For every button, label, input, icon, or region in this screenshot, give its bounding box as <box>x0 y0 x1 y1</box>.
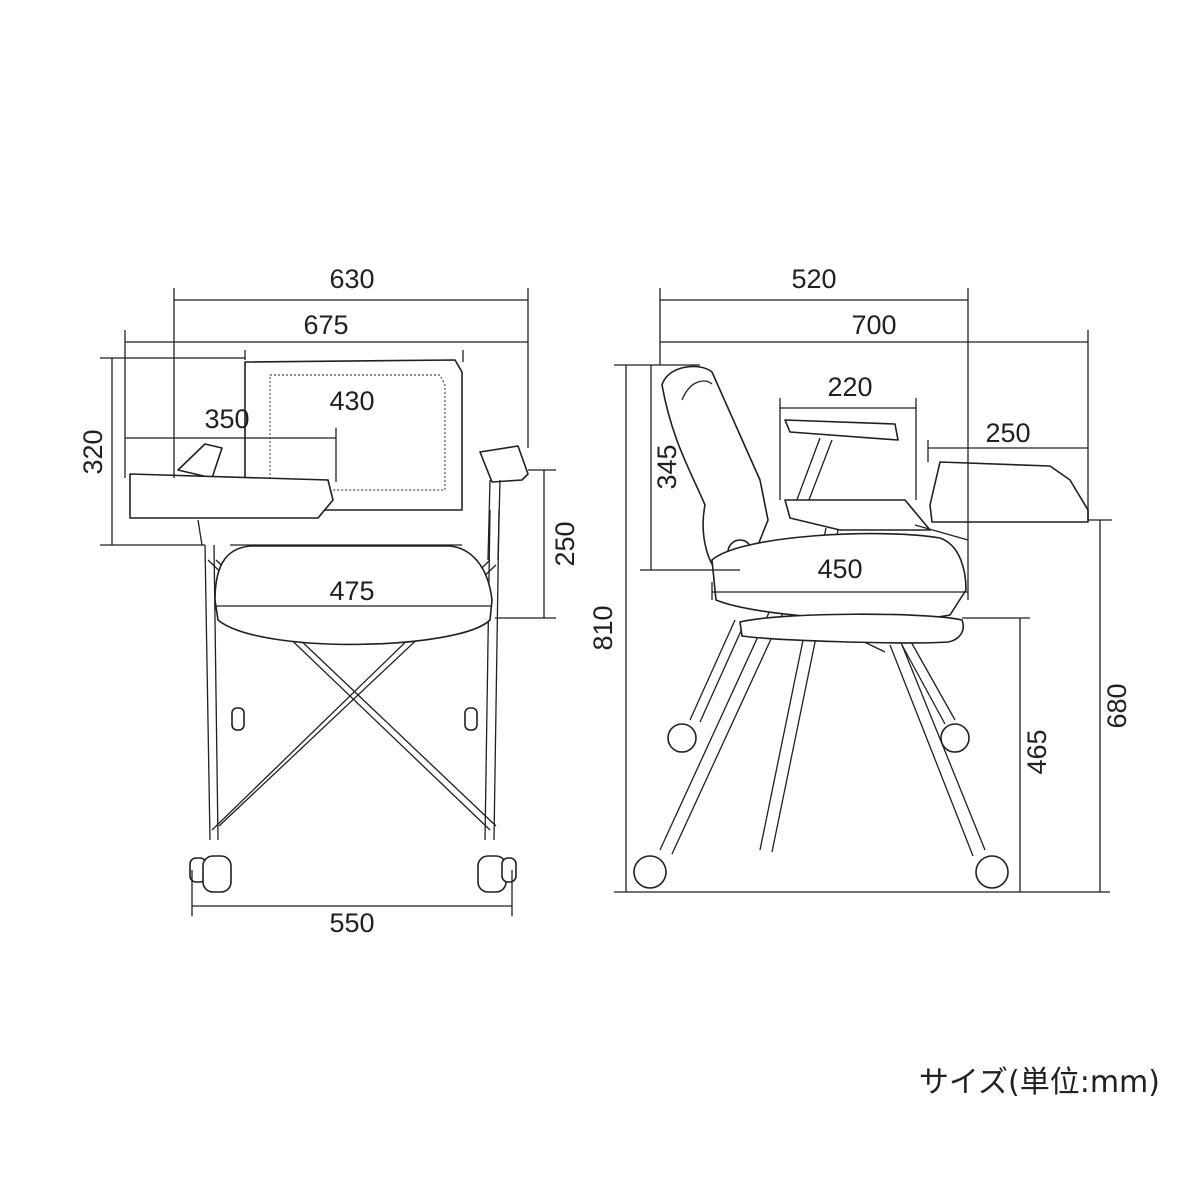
side-dim-450: 450 <box>817 554 862 584</box>
front-dim-350: 350 <box>204 404 249 434</box>
side-dim-345: 345 <box>652 444 682 489</box>
side-view: 520 700 220 250 345 810 450 465 680 <box>588 264 1132 893</box>
side-tablet <box>914 461 1089 541</box>
side-dim-220: 220 <box>827 372 872 402</box>
front-dim-250: 250 <box>550 521 580 566</box>
side-dim-700: 700 <box>851 310 896 340</box>
front-armrest-right <box>479 445 529 561</box>
front-dim-320: 320 <box>78 429 108 474</box>
side-casters <box>633 723 1009 889</box>
side-dim-810: 810 <box>588 605 618 650</box>
front-casters <box>189 855 517 893</box>
front-seat <box>214 545 493 646</box>
front-dim-475: 475 <box>329 576 374 606</box>
front-dim-430: 430 <box>329 386 374 416</box>
unit-label: サイズ(単位:mm) <box>919 1065 1160 1100</box>
side-armrest <box>784 419 931 531</box>
side-dim-520: 520 <box>791 264 836 294</box>
front-dimension-lines <box>100 288 556 916</box>
front-view: 630 675 430 350 320 250 475 550 <box>78 264 580 938</box>
side-seat <box>711 532 967 644</box>
front-dim-630: 630 <box>329 264 374 294</box>
front-dim-675: 675 <box>303 310 348 340</box>
side-dim-250: 250 <box>985 418 1030 448</box>
side-dim-680: 680 <box>1102 683 1132 728</box>
side-dimension-lines <box>614 288 1112 893</box>
front-dim-550: 550 <box>329 908 374 938</box>
side-dim-465: 465 <box>1022 729 1052 774</box>
front-tablet <box>129 443 334 546</box>
